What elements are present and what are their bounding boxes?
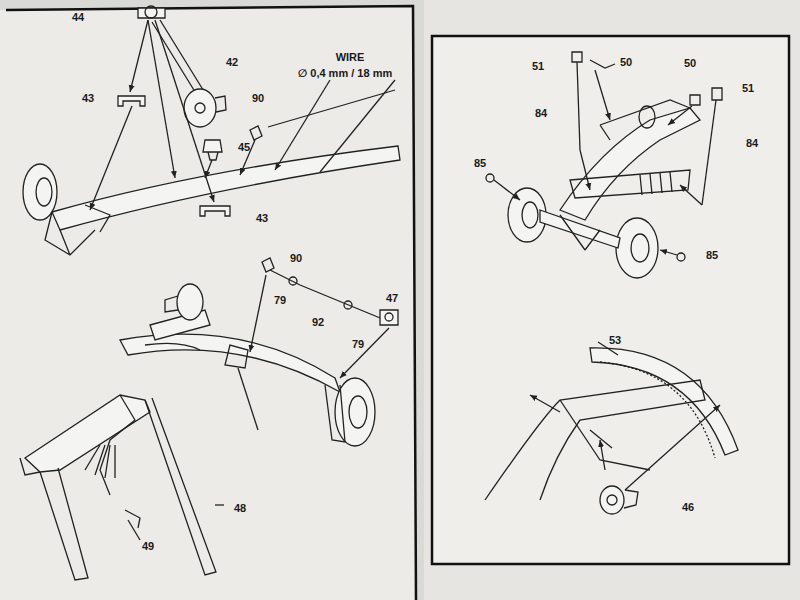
callout-number: 79	[352, 338, 364, 350]
callout-number: 44	[72, 11, 84, 23]
callout-number: 45	[238, 141, 250, 153]
callout-number: 50	[620, 56, 632, 68]
callout-number: 90	[252, 92, 264, 104]
callout-number: 46	[682, 501, 694, 513]
callout-number: 43	[82, 92, 94, 104]
dimension-note: ∅ 0,4 mm / 18 mm	[298, 67, 392, 79]
callout-number: 51	[742, 82, 754, 94]
callout-number: 43	[256, 212, 268, 224]
callout-number: 84	[746, 137, 758, 149]
callout-number: 90	[290, 252, 302, 264]
callout-number: 48	[234, 502, 246, 514]
callout-number: 92	[312, 316, 324, 328]
callout-number: 84	[535, 107, 547, 119]
callout-number: 79	[274, 294, 286, 306]
callout-number: 50	[684, 57, 696, 69]
callout-number: 47	[386, 292, 398, 304]
callout-number: 51	[532, 60, 544, 72]
callout-number: 85	[706, 249, 718, 261]
callout-number: 85	[474, 157, 486, 169]
callout-number: 42	[226, 56, 238, 68]
callout-number: 53	[609, 334, 621, 346]
callout-number: 49	[142, 540, 154, 552]
dimension-note: WIRE	[336, 51, 365, 63]
